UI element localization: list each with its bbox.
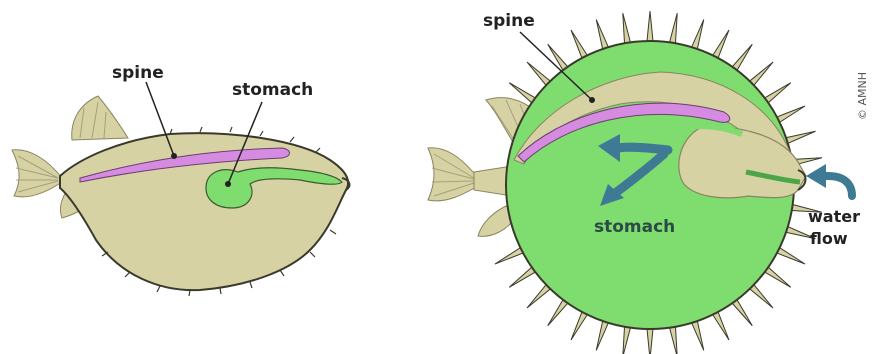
swallow-arrow-horizontal — [618, 147, 668, 150]
spike — [647, 11, 653, 43]
deflated-fish: spine stomach — [12, 63, 349, 296]
left-spine-label: spine — [112, 63, 164, 83]
credit-text: © AMNH — [856, 72, 869, 120]
right-spine-label: spine — [483, 11, 535, 31]
water-flow-arrow-head — [806, 164, 826, 188]
right-stomach-label: stomach — [594, 217, 675, 237]
left-stomach-label: stomach — [232, 80, 313, 100]
right-spine-leader-dot — [589, 97, 595, 103]
spike — [623, 13, 631, 45]
right-tail-fin — [428, 148, 478, 201]
spike — [784, 131, 815, 144]
spike — [691, 20, 704, 51]
spike — [691, 319, 704, 350]
spike — [596, 20, 609, 51]
spike — [669, 325, 677, 354]
spike — [669, 13, 677, 45]
left-spine-leader-dot — [171, 153, 177, 159]
flow-label: flow — [810, 229, 848, 248]
spike — [596, 319, 609, 350]
left-stomach-leader-dot — [225, 181, 231, 187]
spike — [647, 327, 653, 354]
water-label: water — [808, 207, 860, 226]
spike — [623, 325, 631, 354]
inflated-fish: spine stomach water flow © AMNH — [428, 11, 869, 354]
water-flow-arrow — [822, 176, 852, 196]
